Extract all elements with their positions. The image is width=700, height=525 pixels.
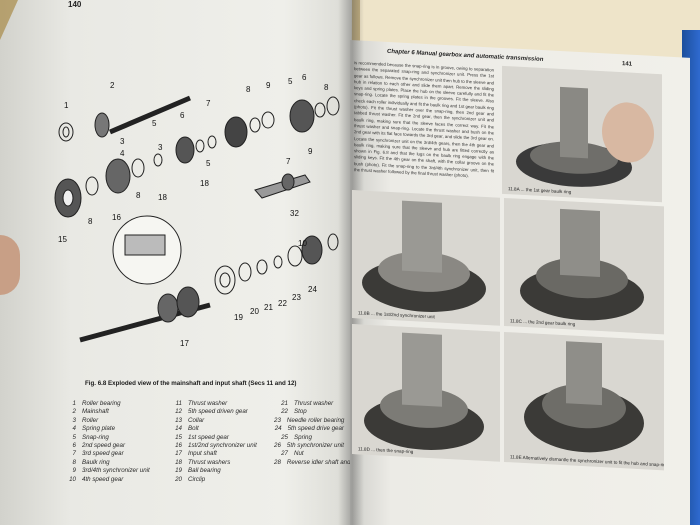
callout-label: 21 xyxy=(264,303,273,312)
chapter-title: Chapter 6 Manual gearbox and automatic t… xyxy=(387,48,544,64)
callout-label: 3 xyxy=(158,143,163,152)
figure-caption: Fig. 6.8 Exploded view of the mainshaft … xyxy=(85,380,297,387)
callout-label: 9 xyxy=(308,147,313,156)
callout-label: 2 xyxy=(110,81,115,90)
callout-label: 24 xyxy=(308,285,317,294)
callout-label: 8 xyxy=(324,83,329,92)
callout-label: 5 xyxy=(206,159,211,168)
callout-label: 20 xyxy=(250,307,259,316)
callout-label: 5 xyxy=(288,77,293,86)
gear-photo xyxy=(352,324,500,462)
callout-label: 9 xyxy=(266,81,271,90)
callout-label: 22 xyxy=(278,299,287,308)
callout-label: 17 xyxy=(180,339,189,348)
callout-label: 8 xyxy=(136,191,141,200)
photo-11-8e: 11.8E Alternatively dismantle the synchr… xyxy=(504,331,664,471)
photo-11-8a: 11.8A ... the 1st gear baulk ring xyxy=(502,65,662,203)
photo-11-8c: 11.8C ... the 2nd gear baulk ring xyxy=(504,197,664,335)
gear-photo xyxy=(352,190,500,326)
callout-label: 3 xyxy=(120,137,125,146)
callout-label: 32 xyxy=(290,209,299,218)
right-page-number: 141 xyxy=(622,61,633,68)
callout-label: 7 xyxy=(206,99,211,108)
callout-label: 6 xyxy=(302,73,307,82)
callout-label: 10 xyxy=(298,239,307,248)
gear-photo xyxy=(502,65,662,203)
photo-11-8d: 11.8D ... then the snap-ring xyxy=(352,324,500,462)
callout-label: 16 xyxy=(112,213,121,222)
callout-label: 23 xyxy=(292,293,301,302)
right-page-content: Chapter 6 Manual gearbox and automatic t… xyxy=(352,42,692,525)
callout-label: 18 xyxy=(158,193,167,202)
callout-label: 6 xyxy=(180,111,185,120)
callout-label: 8 xyxy=(88,217,93,226)
callout-label: 8 xyxy=(246,85,251,94)
callout-label: 19 xyxy=(234,313,243,322)
exploded-view-diagram: 1 2 3 4 5 6 7 8 9 5 18 5 6 7 8 9 3 15 8 … xyxy=(54,73,340,348)
callout-label: 5 xyxy=(152,119,157,128)
finger xyxy=(0,235,20,295)
callout-label: 4 xyxy=(120,149,125,158)
body-text: is recommended because the snap-ring is … xyxy=(354,60,494,179)
left-page-number: 140 xyxy=(68,0,82,9)
gear-photo xyxy=(504,331,664,471)
callout-label: 1 xyxy=(64,101,69,110)
callout-label: 18 xyxy=(200,179,209,188)
photo-11-8b: 11.8B ... the 1st/2nd synchronizer unit xyxy=(352,190,500,326)
callout-label: 7 xyxy=(286,157,291,166)
callout-label: 15 xyxy=(58,235,67,244)
gear-photo xyxy=(504,197,664,335)
